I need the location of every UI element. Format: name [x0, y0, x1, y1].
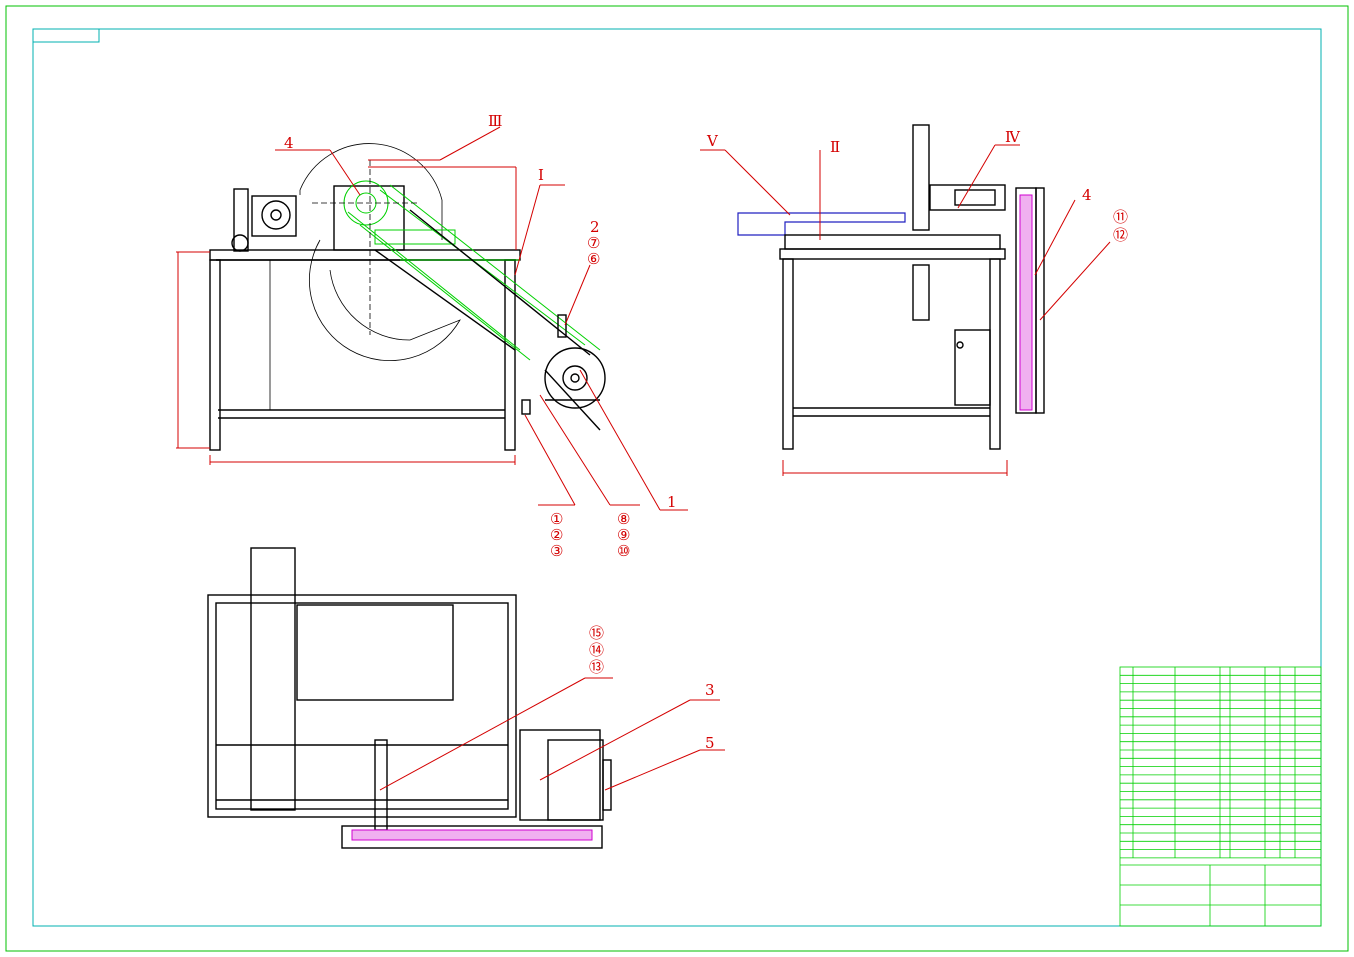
label-c3: ③	[550, 542, 563, 560]
label-c15: ⑮	[589, 624, 604, 642]
outer-border	[5, 5, 1349, 952]
label-c13: ⑬	[589, 658, 604, 676]
label-num-1: 1	[667, 493, 677, 511]
parts-list-table	[1119, 666, 1322, 927]
label-roman-iv: Ⅳ	[1005, 128, 1021, 146]
label-c11: ⑪	[1113, 208, 1128, 226]
label-roman-i: Ⅰ	[538, 166, 544, 184]
label-c8: ⑧	[617, 510, 630, 528]
label-c2: ②	[550, 526, 563, 544]
label-num-4: 4	[284, 134, 294, 152]
label-side-num-4: 4	[1082, 186, 1092, 204]
label-c6: ⑥	[587, 250, 600, 268]
label-c7: ⑦	[587, 234, 600, 252]
label-roman-iii: Ⅲ	[488, 112, 502, 130]
label-c10: ⑩	[617, 542, 630, 560]
inner-border	[32, 28, 1322, 927]
label-num-2: 2	[590, 218, 600, 236]
label-num-5: 5	[705, 734, 715, 752]
label-roman-ii: Ⅱ	[830, 138, 840, 156]
label-c12: ⑫	[1113, 226, 1128, 244]
corner-box	[32, 28, 100, 43]
label-c9: ⑨	[617, 526, 630, 544]
top-view	[207, 547, 725, 849]
label-num-3: 3	[705, 681, 715, 699]
label-roman-v: Ⅴ	[706, 132, 719, 150]
label-c14: ⑭	[589, 641, 604, 659]
label-c1: ①	[550, 510, 563, 528]
front-view	[176, 126, 688, 511]
side-view	[700, 124, 1111, 476]
